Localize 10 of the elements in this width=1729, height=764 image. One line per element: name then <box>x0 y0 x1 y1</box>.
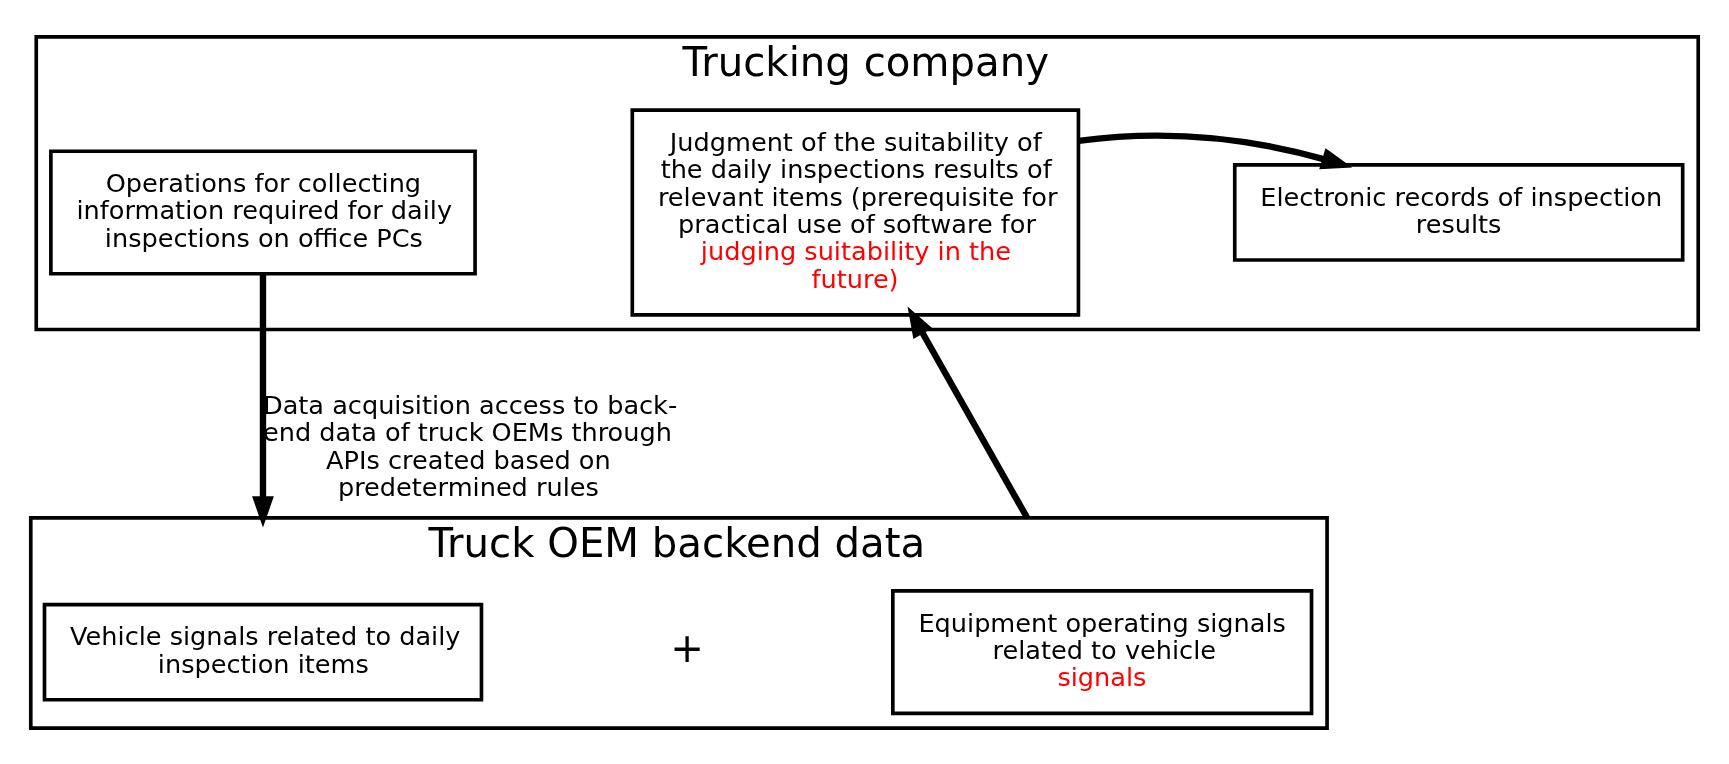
node-box: Judgment of the suitability of the daily inspections results of relevant items (prerequisite for practical use of software for judging suitability in the future) <box>630 107 1081 317</box>
arrow <box>907 305 1030 519</box>
arrow <box>1078 132 1353 169</box>
arrow <box>252 273 274 527</box>
node-box: Electronic records of inspection results <box>1232 162 1685 262</box>
node-box: Equipment operating signals related to vehicle signals <box>891 588 1314 715</box>
node-box: Vehicle signals related to daily inspection items <box>42 602 484 702</box>
label: + <box>670 624 704 671</box>
node-box: Operations for collecting information required for daily inspections on office PCs <box>49 148 477 276</box>
edge-label: Data acquisition access to back-end data of truck OEMs through APIs created based on predetermined rules <box>262 389 678 502</box>
